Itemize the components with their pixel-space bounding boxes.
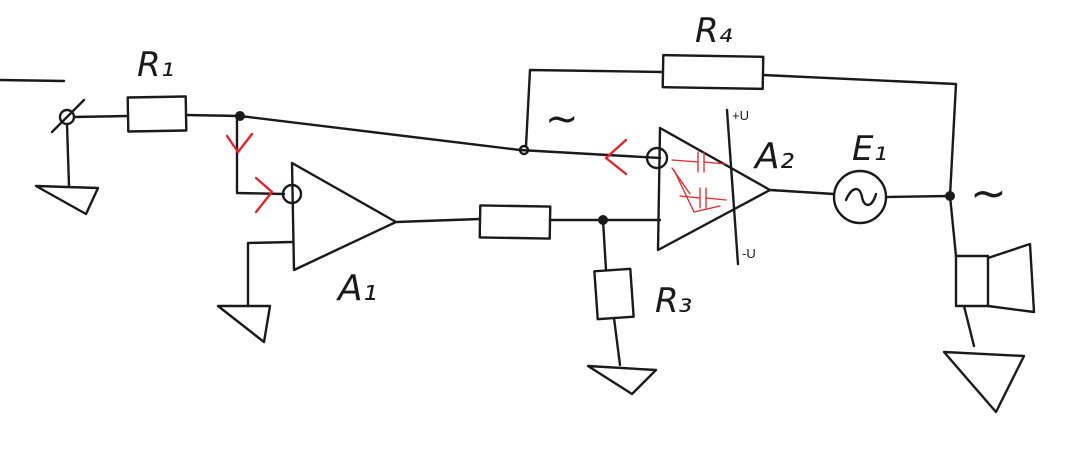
label-minus-u: -U	[742, 246, 756, 261]
label-tilde-output: ~	[970, 168, 1007, 219]
r3-top-wire	[601, 218, 608, 272]
a1-inverting-input	[281, 183, 303, 205]
input-to-r1-wire	[72, 114, 130, 119]
a1-output-wire	[394, 217, 482, 224]
input-ground-symbol	[34, 184, 100, 216]
red-arrow-right	[254, 176, 274, 214]
red-arrow-left	[604, 138, 628, 176]
r3-bottom-wire	[612, 316, 622, 367]
label-plus-u: +U	[732, 108, 749, 123]
node-feedback-junction	[518, 144, 530, 156]
speaker-ground-symbol	[942, 350, 1026, 414]
label-tilde-feedback: ~	[545, 96, 579, 142]
input-ground-wire	[65, 122, 71, 188]
source-e1-wave	[844, 187, 878, 207]
r3-ground-symbol	[586, 364, 658, 396]
a2-internal-capacitors	[671, 151, 727, 213]
label-a1: A₁	[336, 268, 377, 309]
r4-to-output-wire	[761, 73, 958, 198]
speaker-wire-top	[948, 194, 958, 258]
opamp-a1	[290, 161, 398, 272]
node-to-a1-wire	[235, 116, 286, 196]
resistor-r3	[593, 267, 635, 321]
label-r3: R₃	[655, 281, 692, 321]
speaker-wire-bottom	[962, 304, 976, 348]
speaker-cone	[986, 242, 1036, 314]
input-jack-slash	[50, 98, 86, 134]
r1-to-node-wire	[184, 113, 242, 118]
node-to-a2-wire	[238, 114, 662, 160]
label-e1: E₁	[852, 129, 887, 169]
e1-to-output-wire	[884, 194, 952, 199]
label-a2: A₂	[753, 136, 794, 177]
opamp-a2	[656, 126, 772, 252]
a2-inverting-input	[645, 146, 669, 170]
a1-ground-wire	[246, 240, 294, 308]
speaker-body	[954, 254, 990, 308]
source-e1	[832, 169, 888, 225]
label-r4: R₄	[695, 11, 733, 51]
resistor-a1-a2	[478, 204, 552, 240]
feedback-up-wire	[524, 68, 665, 148]
a2-output-wire	[768, 188, 836, 196]
resistor-r1	[126, 95, 188, 133]
label-r1: R₁	[137, 45, 174, 85]
a1-ground-symbol	[216, 304, 272, 344]
resistor-r4	[661, 53, 765, 91]
input-line	[0, 78, 66, 83]
a2-supply-rail	[725, 108, 740, 266]
red-arrow-down	[225, 132, 254, 154]
